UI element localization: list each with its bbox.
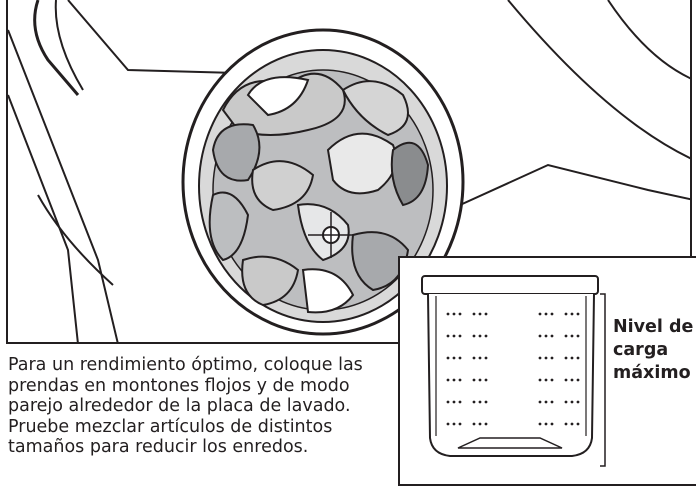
max-load-label: Nivel de carga máximo <box>613 317 694 383</box>
washer-drum-illustration <box>6 0 692 344</box>
instructions-text: Para un rendimiento óptimo, coloque las … <box>8 355 363 457</box>
wash-basket-diagram-icon <box>421 275 606 467</box>
max-load-inset: Nivel de carga máximo <box>398 256 696 486</box>
